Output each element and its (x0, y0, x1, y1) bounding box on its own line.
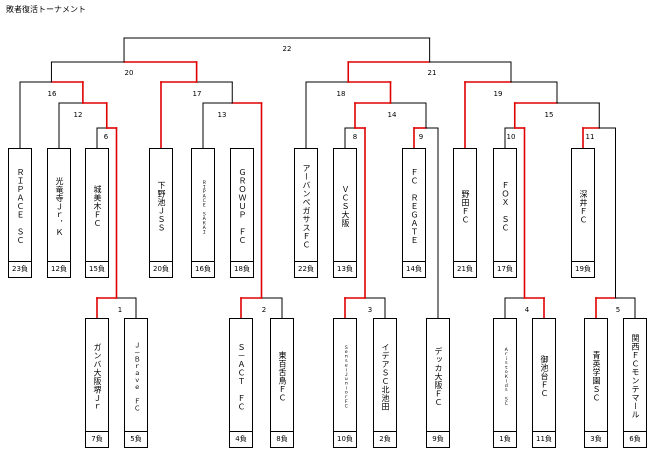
team-result: 1負 (494, 431, 516, 447)
match-number: 13 (217, 111, 227, 119)
match-number: 20 (124, 69, 134, 77)
match-number: 4 (524, 306, 530, 314)
team-result: 3負 (585, 431, 607, 447)
team-box: 野田ＦＣ 21負 (453, 148, 477, 278)
match-number: 21 (427, 69, 437, 77)
team-box: 東百舌鳥ＦＣ 8負 (270, 318, 294, 448)
team-name: ＦＯＸ ＳＣ (501, 181, 510, 232)
team-result: 10負 (334, 431, 356, 447)
team-box: ＦＯＸ ＳＣ 17負 (493, 148, 517, 278)
team-name: ＦＣ ＲＥＧＡＴＥ (410, 168, 419, 245)
team-result: 21負 (454, 261, 476, 277)
team-result: 8負 (271, 431, 293, 447)
team-box: ＧＲＯＷＵＰ ＦＣ 18負 (230, 148, 254, 278)
team-box: 下野池ＪＳＳ 20負 (149, 148, 173, 278)
team-box: ガンバ大阪堺Ｊｒ 7負 (85, 318, 109, 448)
team-box: 深井ＦＣ 19負 (571, 148, 595, 278)
team-result: 19負 (572, 261, 594, 277)
team-result: 16負 (192, 261, 214, 277)
team-box: 青英学園ＳＣ 3負 (584, 318, 608, 448)
team-name: Ｓ－ＡＣＴ ＦＣ (237, 342, 246, 411)
match-number: 22 (282, 45, 292, 53)
team-name: Ｊ－Ｂｒａｖｅ ＦＣ (132, 341, 141, 412)
team-name: ＲＩＰＡＣＥ ＳＡＫＡＩ (201, 179, 207, 234)
team-result: 12負 (48, 261, 70, 277)
team-result: 18負 (231, 261, 253, 277)
team-result: 17負 (494, 261, 516, 277)
team-box: デッカ大阪ＦＣ 9負 (426, 318, 450, 448)
team-result: 7負 (86, 431, 108, 447)
team-name: ＲＩＰＡＣＥ ＳＣ (16, 168, 25, 245)
team-result: 9負 (427, 431, 449, 447)
team-box: Ｓ－ＡＣＴ ＦＣ 4負 (229, 318, 253, 448)
match-number: 14 (387, 111, 397, 119)
match-number: 18 (336, 90, 346, 98)
team-name: ＳｅｎｓｅｉＪｕｎｉｏｒＦＣ (343, 345, 349, 408)
team-box: ＦＣ ＲＥＧＡＴＥ 14負 (402, 148, 426, 278)
team-result: 11負 (533, 431, 555, 447)
team-name: 青英学園ＳＣ (592, 351, 601, 402)
team-box: 光竜寺Ｊｒ．Ｋ 12負 (47, 148, 71, 278)
team-box: ＲＩＰＡＣＥ ＳＣ 23負 (8, 148, 32, 278)
team-box: ＶＣＳ大阪 13負 (333, 148, 357, 278)
team-name: 御池台ＦＣ (540, 355, 549, 398)
match-number: 9 (418, 133, 424, 141)
team-result: 14負 (403, 261, 425, 277)
team-result: 2負 (374, 431, 396, 447)
team-name: 関西ＦＣモンテマール (631, 334, 640, 419)
page-title: 敗者復活トーナメント (6, 5, 86, 14)
team-name: 東百舌鳥ＦＣ (278, 351, 287, 402)
match-number: 6 (103, 133, 109, 141)
team-box: アーバンペガサスＦＣ 22負 (294, 148, 318, 278)
team-name: イデアＳＣ北池田 (381, 342, 390, 411)
team-name: 城美木ＦＣ (93, 185, 102, 228)
team-name: 野田ＦＣ (461, 189, 470, 224)
match-number: 5 (615, 306, 621, 314)
match-number: 10 (506, 133, 516, 141)
team-name: 光竜寺Ｊｒ．Ｋ (55, 176, 64, 237)
team-result: 22負 (295, 261, 317, 277)
team-name: 下野池ＪＳＳ (157, 181, 166, 232)
team-result: 4負 (230, 431, 252, 447)
team-name: アーバンペガサスＦＣ (302, 164, 311, 249)
team-box: ＲＩＰＡＣＥ ＳＡＫＡＩ 16負 (191, 148, 215, 278)
team-name: 深井ＦＣ (579, 189, 588, 224)
match-number: 3 (367, 306, 373, 314)
team-result: 15負 (86, 261, 108, 277)
team-name: ＶＣＳ大阪 (341, 185, 350, 228)
match-number: 16 (47, 90, 57, 98)
match-number: 2 (261, 306, 267, 314)
team-name: ガンバ大阪堺Ｊｒ (93, 342, 102, 411)
team-box: ＡｒｉｓｔｏＫｉｄｓ ＳＣ 1負 (493, 318, 517, 448)
match-number: 1 (117, 306, 123, 314)
team-box: ＳｅｎｓｅｉＪｕｎｉｏｒＦＣ 10負 (333, 318, 357, 448)
team-result: 13負 (334, 261, 356, 277)
team-result: 5負 (125, 431, 147, 447)
team-name: ＧＲＯＷＵＰ ＦＣ (238, 168, 247, 245)
team-box: Ｊ－Ｂｒａｖｅ ＦＣ 5負 (124, 318, 148, 448)
team-name: ＡｒｉｓｔｏＫｉｄｓ ＳＣ (503, 347, 509, 406)
match-number: 15 (544, 111, 554, 119)
match-number: 19 (493, 90, 503, 98)
match-number: 8 (352, 133, 358, 141)
team-result: 6負 (624, 431, 646, 447)
team-name: デッカ大阪ＦＣ (434, 346, 443, 407)
team-box: 関西ＦＣモンテマール 6負 (623, 318, 647, 448)
team-box: イデアＳＣ北池田 2負 (373, 318, 397, 448)
team-box: 御池台ＦＣ 11負 (532, 318, 556, 448)
match-number: 11 (585, 133, 595, 141)
match-number: 17 (192, 90, 202, 98)
team-box: 城美木ＦＣ 15負 (85, 148, 109, 278)
team-result: 20負 (150, 261, 172, 277)
team-result: 23負 (9, 261, 31, 277)
match-number: 12 (73, 111, 83, 119)
